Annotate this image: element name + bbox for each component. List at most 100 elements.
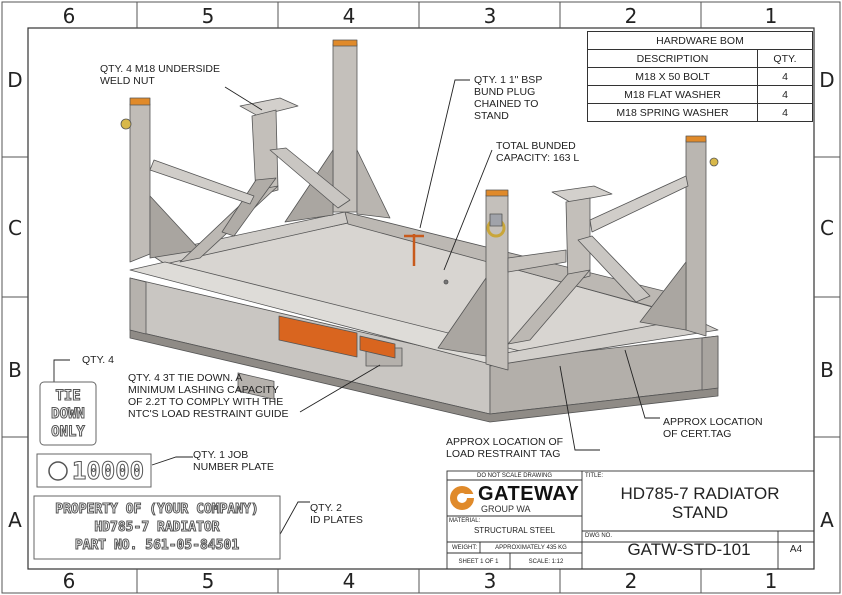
zone-top-1: 1 bbox=[764, 4, 778, 28]
bom-row: M18 X 50 BOLT 4 bbox=[587, 67, 813, 86]
bom-row-qty: 4 bbox=[757, 85, 813, 104]
id-plate-line-1: PROPERTY OF (YOUR COMPANY) bbox=[55, 502, 260, 518]
weight-value: APPROXIMATELY 435 KG bbox=[495, 545, 567, 551]
zone-right-a: A bbox=[820, 508, 834, 532]
do-not-scale-note: DO NOT SCALE DRAWING bbox=[476, 473, 552, 479]
note-bunded-capacity: TOTAL BUNDED CAPACITY: 163 L bbox=[496, 140, 580, 164]
id-tag-on-stand bbox=[278, 315, 358, 358]
material-label: MATERIAL: bbox=[449, 518, 481, 524]
zone-bottom-2: 2 bbox=[624, 569, 638, 593]
title-block-lines bbox=[446, 470, 815, 570]
gusset-front-center bbox=[437, 277, 487, 357]
sheet-size: A4 bbox=[789, 544, 803, 555]
zone-bottom-4: 4 bbox=[342, 569, 356, 593]
zone-right-b: B bbox=[820, 358, 834, 382]
tie-down-plate-line-2: DOWN bbox=[51, 406, 86, 423]
zone-top-5: 5 bbox=[201, 4, 215, 28]
company-name: GATEWAY bbox=[478, 483, 580, 505]
post-cap-front-center bbox=[485, 189, 509, 197]
gusset-back-center bbox=[284, 149, 334, 223]
zone-top-2: 2 bbox=[624, 4, 638, 28]
job-number-text: 10000 bbox=[71, 457, 145, 486]
post-cap-front-right bbox=[685, 135, 707, 143]
note-job-plate: QTY. 1 JOB NUMBER PLATE bbox=[193, 449, 274, 473]
zone-bottom-1: 1 bbox=[764, 569, 778, 593]
note-bsp-plug: QTY. 1 1" BSP BUND PLUG CHAINED TO STAND bbox=[474, 74, 543, 122]
note-tie-down: QTY. 4 3T TIE DOWN. A MINIMUM LASHING CA… bbox=[128, 372, 289, 420]
tie-down-shackle-right bbox=[709, 157, 719, 167]
saddle-left-leg-c bbox=[269, 147, 351, 209]
saddle-right-brace bbox=[589, 175, 689, 233]
post-back-center bbox=[332, 43, 358, 213]
gusset-front-right bbox=[639, 261, 687, 331]
zone-top-3: 3 bbox=[483, 4, 497, 28]
post-cap-back-center bbox=[332, 39, 358, 47]
company-subtitle: GROUP WA bbox=[481, 504, 531, 514]
zone-left-d: D bbox=[7, 68, 23, 92]
leader-lines bbox=[53, 79, 660, 539]
post-front-right bbox=[685, 139, 707, 337]
saddle-left-brace bbox=[149, 159, 255, 205]
bund-drain-hole bbox=[443, 279, 449, 285]
corner-post-front-left bbox=[129, 277, 147, 335]
saddle-right-leg-a bbox=[507, 269, 591, 345]
zone-left-c: C bbox=[8, 216, 22, 240]
zone-left-b: B bbox=[8, 358, 22, 382]
zone-top-4: 4 bbox=[342, 4, 356, 28]
saddle-left-column bbox=[251, 109, 279, 197]
material-value: STRUCTURAL STEEL bbox=[473, 526, 556, 535]
tie-down-plate-line-1: TIE bbox=[55, 388, 81, 405]
zone-bottom-5: 5 bbox=[201, 569, 215, 593]
bom-header-description: DESCRIPTION bbox=[587, 49, 758, 68]
job-tag-on-stand bbox=[359, 335, 396, 359]
zone-right-c: C bbox=[820, 216, 834, 240]
note-cert-tag: APPROX LOCATION OF CERT.TAG bbox=[663, 416, 763, 440]
tie-down-block-front bbox=[489, 213, 503, 227]
gateway-logo-icon bbox=[450, 486, 474, 510]
post-back-left bbox=[129, 103, 151, 263]
corner-post-front-right bbox=[701, 335, 719, 391]
post-cap-back-left bbox=[129, 97, 151, 106]
bom-row-desc: M18 X 50 BOLT bbox=[587, 67, 758, 86]
radiator-stand-illustration bbox=[120, 39, 719, 423]
lifting-slot-left bbox=[237, 372, 275, 400]
note-load-restraint-tag: APPROX LOCATION OF LOAD RESTRAINT TAG bbox=[446, 436, 564, 460]
dwg-no-label: DWG NO. bbox=[585, 533, 612, 539]
note-id-plates: QTY. 2 ID PLATES bbox=[310, 502, 363, 526]
drawing-title: HD785-7 RADIATOR STAND bbox=[620, 484, 780, 522]
gusset-back-left bbox=[149, 195, 201, 259]
weight-label: WEIGHT: bbox=[452, 545, 477, 551]
bom-row-qty: 4 bbox=[757, 103, 813, 122]
tie-down-shackle-left bbox=[120, 118, 132, 130]
bund-base-edge bbox=[129, 329, 719, 423]
id-plate-line-3: PART NO. 561-05-84501 bbox=[74, 538, 240, 554]
hardware-bom-table: HARDWARE BOM DESCRIPTION QTY. M18 X 50 B… bbox=[587, 31, 813, 122]
tie-down-plate bbox=[39, 381, 97, 446]
drawing-number: GATW-STD-101 bbox=[627, 540, 751, 559]
note-weld-nut: QTY. 4 M18 UNDERSIDE WELD NUT bbox=[100, 63, 221, 87]
zone-top-6: 6 bbox=[62, 4, 76, 28]
bom-row: M18 FLAT WASHER 4 bbox=[587, 85, 813, 104]
inner-frame bbox=[27, 27, 815, 570]
saddle-right-top bbox=[551, 185, 613, 203]
saddle-right-leg-b bbox=[577, 235, 651, 303]
bom-row-qty: 4 bbox=[757, 67, 813, 86]
saddle-right-brace-2 bbox=[507, 249, 567, 273]
bom-row-desc: M18 FLAT WASHER bbox=[587, 85, 758, 104]
bom-title: HARDWARE BOM bbox=[587, 31, 813, 50]
zone-right-d: D bbox=[819, 68, 835, 92]
tie-down-plate-line-3: ONLY bbox=[51, 424, 86, 441]
note-tie-qty: QTY. 4 bbox=[82, 354, 114, 366]
zone-left-a: A bbox=[8, 508, 22, 532]
title-label: TITLE: bbox=[585, 473, 604, 479]
drawing-scale: SCALE: 1:12 bbox=[528, 559, 564, 565]
gateway-gear-icon bbox=[48, 461, 68, 481]
id-plate-line-2: HD785-7 RADIATOR bbox=[94, 520, 220, 536]
bom-header-qty: QTY. bbox=[757, 49, 813, 68]
saddle-left-leg-b bbox=[221, 177, 277, 237]
bom-row-desc: M18 SPRING WASHER bbox=[587, 103, 758, 122]
zone-bottom-6: 6 bbox=[62, 569, 76, 593]
zone-bottom-3: 3 bbox=[483, 569, 497, 593]
